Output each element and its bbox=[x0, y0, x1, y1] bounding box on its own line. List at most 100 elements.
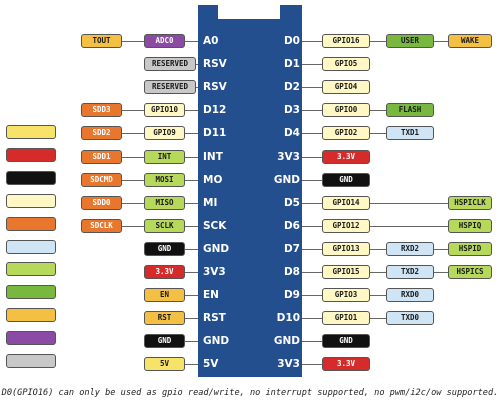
pin-label: GND bbox=[273, 174, 300, 186]
connector-line bbox=[302, 180, 322, 181]
connector-line bbox=[370, 203, 448, 204]
pin-label: GND bbox=[203, 243, 230, 255]
pin-function-tag: RESERVED bbox=[144, 57, 196, 71]
connector-line bbox=[370, 272, 386, 273]
pin-function-tag: HSPICLK bbox=[448, 196, 492, 210]
connector-line bbox=[370, 41, 386, 42]
pin-label: RST bbox=[203, 312, 226, 324]
pin-function-tag: SDCMD bbox=[81, 173, 122, 187]
legend-item bbox=[6, 240, 56, 254]
connector-line bbox=[302, 110, 322, 111]
connector-line bbox=[185, 364, 198, 365]
connector-line bbox=[370, 295, 386, 296]
pin-function-tag: SDD3 bbox=[81, 103, 122, 117]
connector-line bbox=[370, 226, 448, 227]
connector-line bbox=[302, 364, 322, 365]
pin-function-tag: GPIO10 bbox=[144, 103, 185, 117]
pin-function-tag: GPIO14 bbox=[322, 196, 370, 210]
pin-function-tag: MOSI bbox=[144, 173, 185, 187]
pin-label: MO bbox=[203, 174, 223, 186]
connector-line bbox=[302, 272, 322, 273]
pin-label: D4 bbox=[283, 127, 300, 139]
connector-line bbox=[185, 133, 198, 134]
pin-function-tag: 5V bbox=[144, 357, 185, 371]
board-notch bbox=[218, 5, 280, 19]
connector-line bbox=[185, 249, 198, 250]
pin-function-tag: EN bbox=[144, 288, 185, 302]
connector-line bbox=[434, 41, 448, 42]
pin-function-tag: GND bbox=[144, 242, 185, 256]
connector-line bbox=[302, 64, 322, 65]
pin-label: D12 bbox=[203, 104, 227, 116]
connector-line bbox=[185, 272, 198, 273]
pin-function-tag: WAKE bbox=[448, 34, 492, 48]
pin-function-tag: 3.3V bbox=[322, 357, 370, 371]
connector-line bbox=[122, 226, 144, 227]
pin-label: D8 bbox=[283, 266, 300, 278]
connector-line bbox=[302, 41, 322, 42]
connector-line bbox=[122, 203, 144, 204]
legend-item bbox=[6, 148, 56, 162]
pin-label: D7 bbox=[283, 243, 300, 255]
pin-function-tag: TXD1 bbox=[386, 126, 434, 140]
pin-label: D1 bbox=[283, 58, 300, 70]
pin-function-tag: GPIO4 bbox=[322, 80, 370, 94]
pin-label: D9 bbox=[283, 289, 300, 301]
pin-function-tag: GPIO3 bbox=[322, 288, 370, 302]
pin-label: GND bbox=[273, 335, 300, 347]
pin-function-tag: GND bbox=[322, 334, 370, 348]
pin-label: D3 bbox=[283, 104, 300, 116]
connector-line bbox=[185, 41, 198, 42]
connector-line bbox=[370, 318, 386, 319]
pin-function-tag: ADC0 bbox=[144, 34, 185, 48]
pin-function-tag: SDD0 bbox=[81, 196, 122, 210]
pin-function-tag: INT bbox=[144, 150, 185, 164]
pin-label: 3V3 bbox=[277, 151, 300, 163]
connector-line bbox=[122, 180, 144, 181]
pin-function-tag: GPIO12 bbox=[322, 219, 370, 233]
connector-line bbox=[185, 203, 198, 204]
pin-function-tag: HSPICS bbox=[448, 265, 492, 279]
pin-label: D2 bbox=[283, 81, 300, 93]
pin-function-tag: GND bbox=[144, 334, 185, 348]
connector-line bbox=[122, 157, 144, 158]
connector-line bbox=[122, 133, 144, 134]
pin-function-tag: GPIO15 bbox=[322, 265, 370, 279]
connector-line bbox=[302, 133, 322, 134]
connector-line bbox=[185, 180, 198, 181]
connector-line bbox=[302, 341, 322, 342]
pin-function-tag: GPIO1 bbox=[322, 311, 370, 325]
connector-line bbox=[196, 87, 198, 88]
pin-label: 5V bbox=[203, 358, 219, 370]
legend-item bbox=[6, 308, 56, 322]
connector-line bbox=[302, 203, 322, 204]
pin-label: SCK bbox=[203, 220, 227, 232]
pin-function-tag: RESERVED bbox=[144, 80, 196, 94]
pin-label: 3V3 bbox=[277, 358, 300, 370]
pin-label: D0 bbox=[283, 35, 300, 47]
pin-function-tag: GPIO9 bbox=[144, 126, 185, 140]
legend-item bbox=[6, 262, 56, 276]
pin-function-tag: USER bbox=[386, 34, 434, 48]
legend-item bbox=[6, 331, 56, 345]
connector-line bbox=[302, 295, 322, 296]
pin-function-tag: HSPID bbox=[448, 242, 492, 256]
connector-line bbox=[370, 249, 386, 250]
pin-function-tag: GPIO5 bbox=[322, 57, 370, 71]
pin-function-tag: SDD1 bbox=[81, 150, 122, 164]
pin-label: D5 bbox=[283, 197, 300, 209]
pin-function-tag: RXD0 bbox=[386, 288, 434, 302]
connector-line bbox=[302, 318, 322, 319]
pin-function-tag: SDD2 bbox=[81, 126, 122, 140]
pin-label: D11 bbox=[203, 127, 227, 139]
board-title: DEVKIT bbox=[230, 6, 268, 16]
pin-function-tag: GPIO16 bbox=[322, 34, 370, 48]
pin-label: INT bbox=[203, 151, 223, 163]
pin-function-tag: TXD2 bbox=[386, 265, 434, 279]
legend-item bbox=[6, 354, 56, 368]
connector-line bbox=[122, 110, 144, 111]
devkit-board bbox=[198, 5, 302, 377]
pin-label: 3V3 bbox=[203, 266, 226, 278]
pin-function-tag: HSPIQ bbox=[448, 219, 492, 233]
legend-item bbox=[6, 171, 56, 185]
